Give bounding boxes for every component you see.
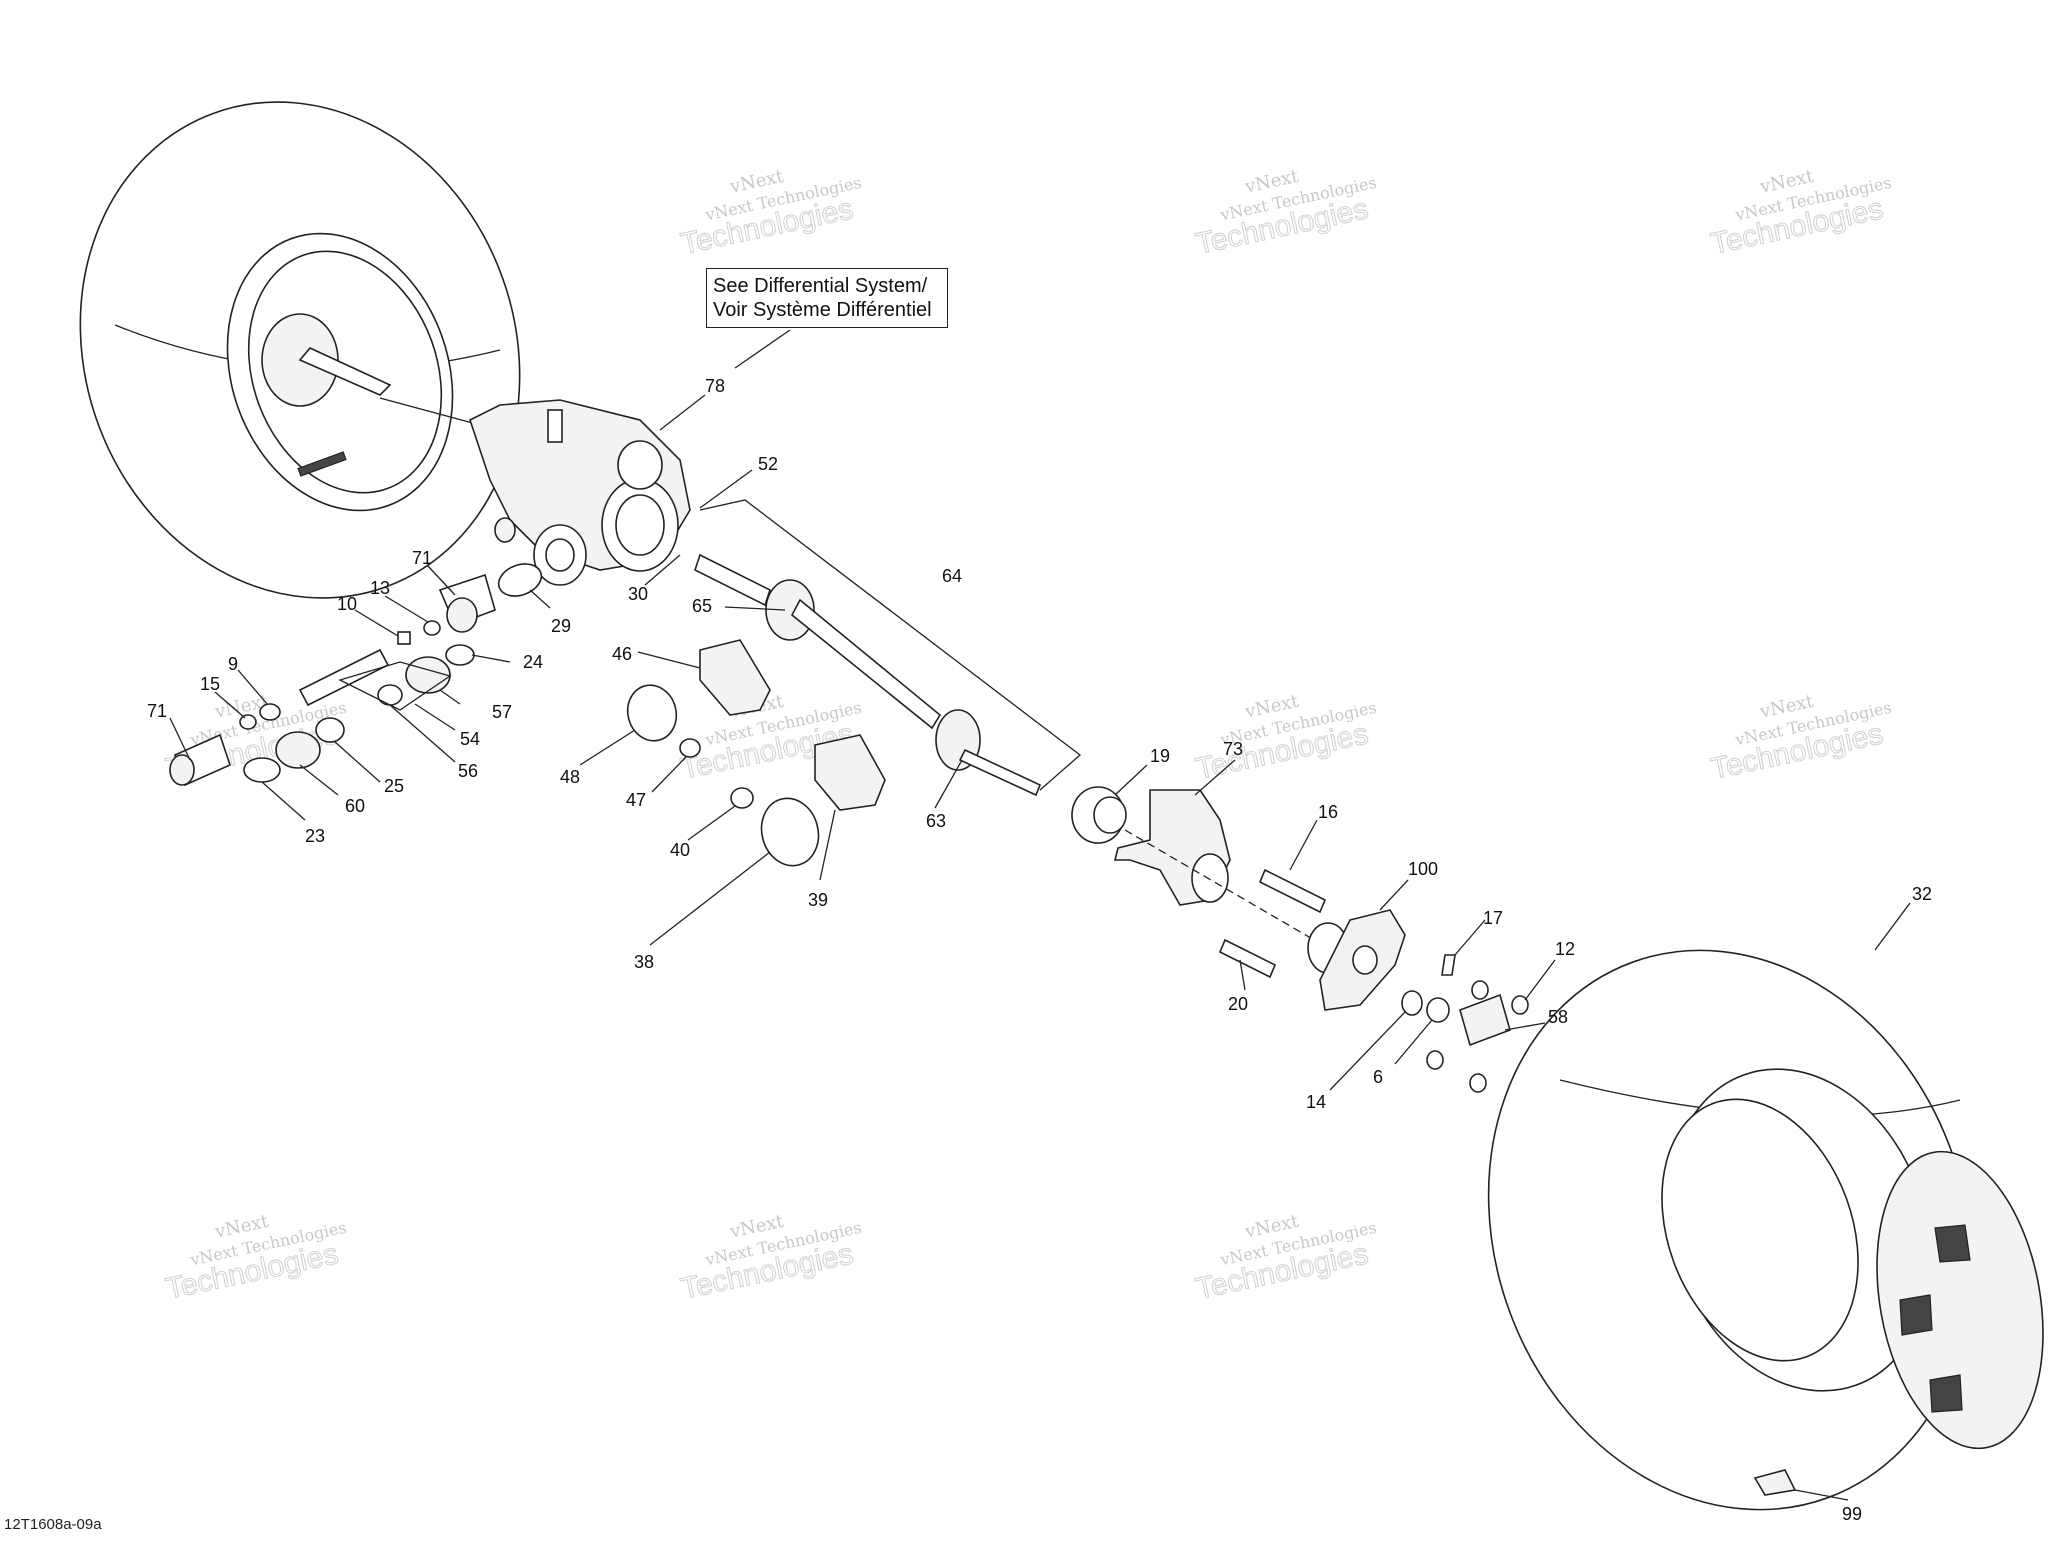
differential-breather: [547, 409, 563, 443]
inner-joint-parts: [169, 563, 543, 787]
part-25: [315, 717, 345, 743]
part-40: [730, 787, 754, 809]
part-20-bolt: [1218, 938, 1277, 979]
label-48: 48: [560, 767, 580, 787]
label-57: 57: [492, 702, 512, 722]
watermark: vNext vNext Technologies Technologies: [677, 166, 863, 262]
part-17-pin: [1441, 954, 1456, 976]
label-64: 64: [942, 566, 962, 586]
label-9: 9: [228, 654, 238, 674]
differential-housing: [379, 397, 691, 586]
label-40: 40: [670, 840, 690, 860]
right-rim-spokes: [1876, 1150, 2044, 1450]
label-58: 58: [1548, 1007, 1568, 1027]
cv-boots-clamps: [626, 639, 886, 867]
lug-nut: [1471, 980, 1489, 1000]
watermark: vNext vNext Technologies Technologies: [1192, 691, 1378, 787]
label-100: 100: [1408, 859, 1438, 879]
label-15: 15: [200, 674, 220, 694]
drive-shaft: [694, 499, 1082, 797]
part-13: [423, 620, 441, 636]
part-12-lug-nut: [1511, 995, 1529, 1015]
part-54: [377, 684, 403, 706]
callout-line-1: See Differential System/: [713, 275, 928, 297]
label-30: 30: [628, 584, 648, 604]
lug-nut: [1426, 1050, 1444, 1070]
label-10: 10: [337, 594, 357, 614]
right-tire-assembly: [1487, 949, 2044, 1511]
differential-reference-callout: See Differential System/ Voir Système Di…: [706, 268, 948, 328]
inner-cv-joint: [765, 579, 815, 641]
label-71-lower: 71: [147, 701, 167, 721]
label-39: 39: [808, 890, 828, 910]
shaft-bar: [790, 598, 942, 730]
label-19: 19: [1150, 746, 1170, 766]
label-47: 47: [626, 790, 646, 810]
left-rim-marking: [297, 451, 347, 477]
part-57-boot: [405, 656, 451, 694]
part-29: [497, 563, 543, 597]
label-23: 23: [305, 826, 325, 846]
label-46: 46: [612, 644, 632, 664]
label-6: 6: [1373, 1067, 1383, 1087]
part-labels: 78 52 64 65 30 29 71 13 10 24 9 15 71 57…: [147, 376, 1932, 1524]
label-20: 20: [1228, 994, 1248, 1014]
part-9: [259, 703, 281, 721]
callout-line-2: Voir Système Différentiel: [713, 299, 932, 321]
part-10: [397, 631, 411, 645]
label-71-upper: 71: [412, 548, 432, 568]
label-78: 78: [705, 376, 725, 396]
shaft-spline-outer: [958, 748, 1042, 797]
label-12: 12: [1555, 939, 1575, 959]
label-63: 63: [926, 811, 946, 831]
part-48-clamp: [626, 684, 678, 742]
label-54: 54: [460, 729, 480, 749]
part-58-cap: [1459, 993, 1511, 1047]
label-25: 25: [384, 776, 404, 796]
watermark: vNext vNext Technologies Technologies: [1192, 166, 1378, 262]
part-24: [445, 644, 475, 666]
part-15: [239, 714, 257, 730]
left-tire-assembly: [79, 101, 521, 599]
part-38-clamp: [760, 797, 820, 867]
lug-nut: [1469, 1073, 1487, 1093]
watermark: vNext vNext Technologies Technologies: [1192, 1211, 1378, 1307]
label-52: 52: [758, 454, 778, 474]
label-17: 17: [1483, 908, 1503, 928]
part-23: [243, 757, 281, 783]
label-13: 13: [370, 578, 390, 598]
label-73: 73: [1223, 739, 1243, 759]
knuckle-hub-assembly: [1071, 786, 1529, 1093]
part-47: [679, 738, 701, 758]
left-axle-boot: [298, 347, 392, 396]
part-6: [1426, 997, 1450, 1023]
part-46-boot: [699, 639, 771, 716]
part-39-boot: [814, 734, 886, 811]
label-16: 16: [1318, 802, 1338, 822]
label-14: 14: [1306, 1092, 1326, 1112]
leader-lines: [169, 329, 1911, 1501]
watermark: vNext vNext Technologies Technologies: [677, 1211, 863, 1307]
watermark: vNext vNext Technologies Technologies: [1707, 166, 1893, 262]
label-99: 99: [1842, 1504, 1862, 1524]
label-32: 32: [1912, 884, 1932, 904]
label-24: 24: [523, 652, 543, 672]
watermark: vNext vNext Technologies Technologies: [162, 1211, 348, 1307]
label-38: 38: [634, 952, 654, 972]
part-16-bolt: [1258, 868, 1327, 914]
label-29: 29: [551, 616, 571, 636]
right-rim-inner: [1661, 1098, 1859, 1362]
label-60: 60: [345, 796, 365, 816]
drawing-code: 12T1608a-09a: [4, 1516, 102, 1533]
part-14: [1401, 990, 1423, 1016]
watermark: vNext vNext Technologies Technologies: [1707, 691, 1893, 787]
part-60: [275, 731, 321, 769]
label-56: 56: [458, 761, 478, 781]
label-65: 65: [692, 596, 712, 616]
